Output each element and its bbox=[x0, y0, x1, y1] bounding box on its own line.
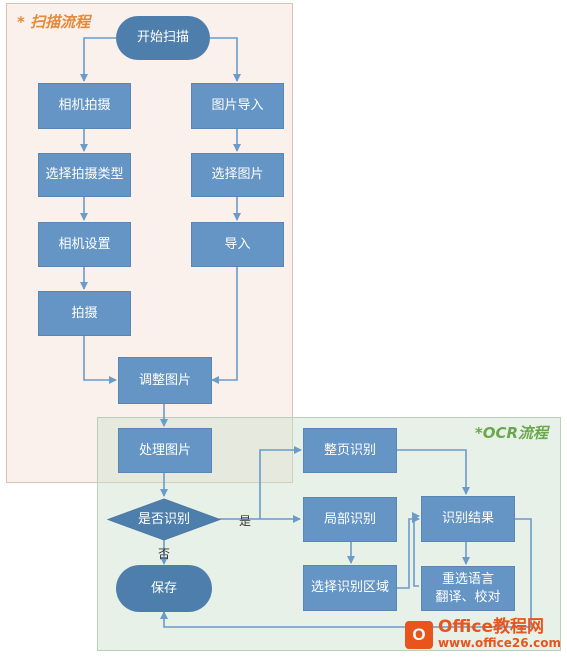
edge-result-to-save bbox=[160, 518, 532, 628]
watermark-url: www.office26.com bbox=[437, 636, 561, 650]
ocr-region-title: *OCR流程 bbox=[474, 424, 548, 442]
reselect-language-node: 重选语言 翻译、校对 bbox=[421, 566, 515, 611]
scan-region-title: * 扫描流程 bbox=[17, 13, 91, 31]
recognize-decision-diamond bbox=[107, 498, 221, 541]
edge-import-to-adjust bbox=[211, 267, 238, 384]
shoot-node: 拍摄 bbox=[38, 291, 131, 336]
start-scan-node: 开始扫描 bbox=[116, 16, 210, 60]
process-image-node: 处理图片 bbox=[118, 428, 212, 473]
save-node: 保存 bbox=[116, 565, 212, 612]
partial-recognition-node: 局部识别 bbox=[303, 497, 397, 542]
import-node: 导入 bbox=[191, 222, 284, 267]
office26-watermark: O Office教程网 www.office26.com bbox=[404, 617, 561, 651]
adjust-image-node: 调整图片 bbox=[118, 357, 212, 404]
watermark-site-name: Office教程网 bbox=[437, 617, 544, 637]
edge-start-to-import bbox=[210, 37, 241, 82]
camera-settings-node: 相机设置 bbox=[38, 222, 131, 267]
full-page-recognition-node: 整页识别 bbox=[303, 428, 397, 473]
select-image-node: 选择图片 bbox=[191, 153, 284, 197]
image-import-node: 图片导入 bbox=[191, 83, 284, 129]
reselect-language-line1: 重选语言 bbox=[441, 571, 494, 587]
edge-label-no: 否 bbox=[158, 547, 171, 561]
office-logo-icon: O bbox=[404, 621, 433, 649]
edge-fullpage-to-result bbox=[397, 449, 470, 495]
edge-start-to-camera bbox=[80, 37, 116, 82]
choose-shoot-type-node: 选择拍摄类型 bbox=[38, 153, 131, 197]
edge-decision-yes-to-fullpage bbox=[259, 446, 302, 519]
reselect-language-line2: 翻译、校对 bbox=[435, 589, 501, 605]
edge-label-yes: 是 bbox=[239, 514, 252, 528]
recognition-result-node: 识别结果 bbox=[421, 496, 515, 542]
recognize-decision-label: 是否识别 bbox=[137, 511, 190, 527]
camera-shoot-node: 相机拍摄 bbox=[38, 83, 131, 129]
edge-language-to-result bbox=[412, 512, 420, 587]
select-recognition-area-node: 选择识别区域 bbox=[303, 565, 397, 611]
edge-area-to-result bbox=[397, 515, 420, 589]
edge-shoot-to-adjust bbox=[83, 336, 117, 384]
